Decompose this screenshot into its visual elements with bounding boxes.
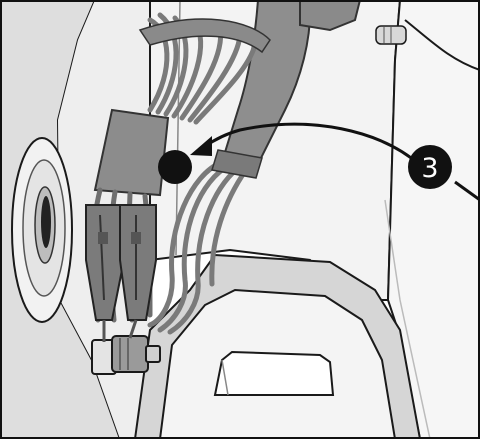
pointer-arrowhead	[190, 136, 212, 156]
wire-bundle-cap	[138, 18, 271, 54]
right-panel-edge	[404, 19, 480, 71]
cutout-shade	[221, 359, 229, 396]
pointer-arrow	[203, 122, 421, 167]
callout-badge: 3	[408, 145, 452, 189]
wire-connectors	[85, 204, 157, 321]
right-panel-crease	[384, 199, 431, 439]
callout-number: 3	[421, 153, 438, 184]
sleeve-clamp	[211, 149, 263, 179]
harness-sleeve-left	[93, 108, 170, 197]
rubber-plug	[375, 25, 407, 45]
panel-edge-line	[175, 0, 181, 256]
frame-cutout	[213, 350, 335, 396]
terminal-bolt	[91, 319, 161, 375]
callout-leader	[454, 180, 480, 202]
location-marker	[158, 150, 192, 184]
wire-loop	[147, 159, 249, 335]
grommet	[11, 137, 73, 323]
harness-sleeve-top	[299, 0, 362, 32]
